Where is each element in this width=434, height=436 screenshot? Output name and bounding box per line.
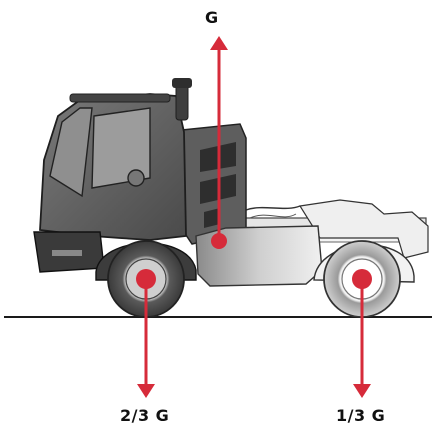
cab-windshield: [49, 107, 93, 198]
center-of-gravity-icon: [211, 233, 227, 249]
cab-side-window: [91, 107, 151, 189]
total-weight-arrowhead: [210, 36, 228, 50]
door-logo: [127, 169, 145, 187]
wheel-hub-icon: [136, 269, 156, 289]
front-axle-load-label: 2/3 G: [120, 406, 170, 425]
front-axle-arrowhead: [137, 384, 155, 398]
rear-axle-arrowhead: [353, 384, 371, 398]
rear-hub-marker: [352, 269, 372, 289]
rear-axle-load-label: 1/3 G: [336, 406, 386, 425]
rear-mechanics: [299, 199, 429, 259]
force-arrows: [136, 36, 372, 398]
total-weight-label: G: [205, 8, 219, 27]
